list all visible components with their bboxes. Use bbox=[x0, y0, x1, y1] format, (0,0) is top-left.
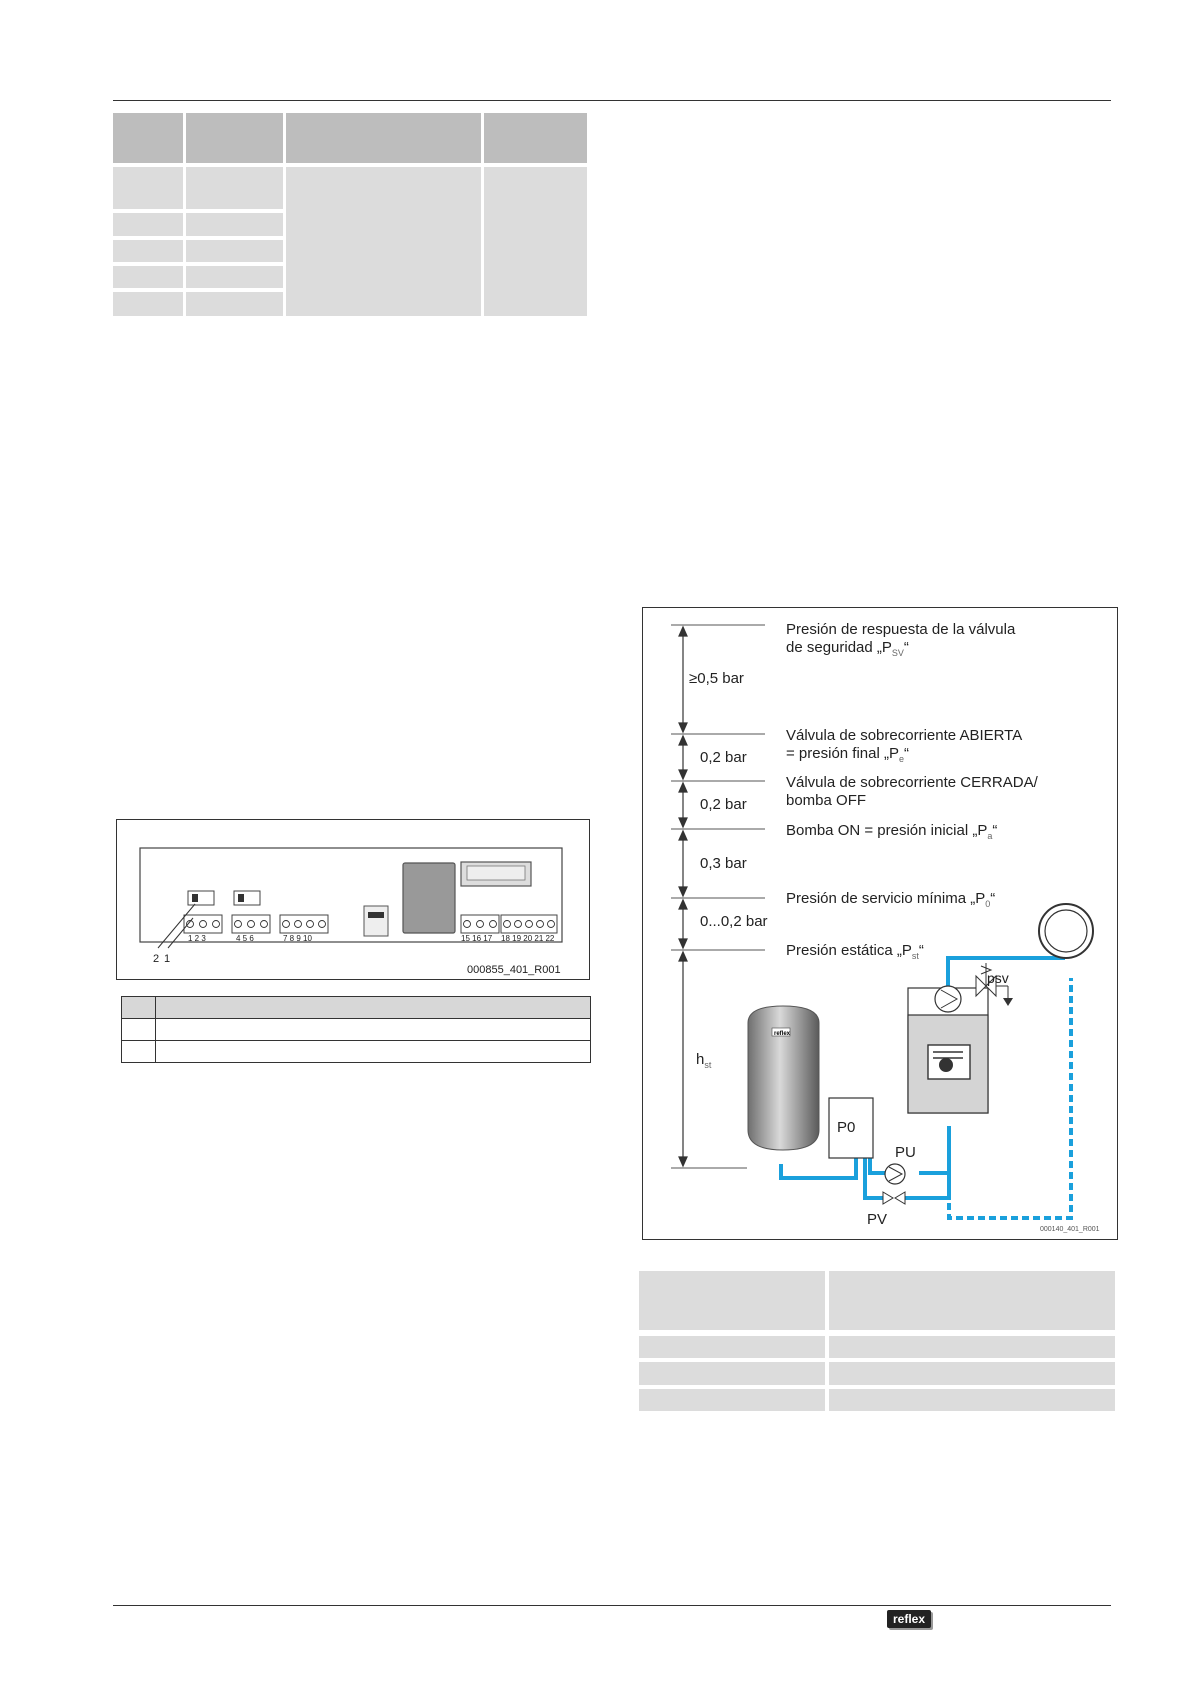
psv-label: psv bbox=[987, 970, 1009, 986]
callout-label: 2 bbox=[153, 953, 159, 965]
table-cell bbox=[155, 1040, 591, 1063]
level-label-line: Presión estática „P bbox=[786, 942, 912, 959]
level-label-pe: Válvula de sobrecorriente ABIERTA = pres… bbox=[786, 727, 1022, 768]
table-cell bbox=[186, 240, 283, 262]
table-header-cell bbox=[186, 113, 283, 163]
level-label-line: Válvula de sobrecorriente ABIERTA bbox=[786, 727, 1023, 744]
table-row bbox=[121, 1018, 591, 1041]
gap-label: 0,2 bar bbox=[700, 749, 747, 766]
gap-label: 0,3 bar bbox=[700, 855, 747, 872]
table-cell bbox=[113, 266, 183, 288]
level-label-pa: Bomba ON = presión inicial „Pa“ bbox=[786, 822, 997, 841]
footer-rule bbox=[113, 1605, 1111, 1606]
level-label-p0: Presión de servicio mínima „P0“ bbox=[786, 890, 995, 909]
footer-logo: reflex bbox=[887, 1610, 931, 1628]
table-cell bbox=[186, 292, 283, 316]
table-row bbox=[121, 1040, 591, 1063]
table-cell bbox=[155, 996, 591, 1019]
table-cell bbox=[113, 213, 183, 236]
table-cell bbox=[186, 266, 283, 288]
gap-label: 0...0,2 bar bbox=[700, 913, 768, 930]
table-cell bbox=[121, 1018, 156, 1041]
level-label-subscript: a bbox=[987, 831, 993, 841]
level-label-quote: “ bbox=[904, 745, 909, 762]
table-cell bbox=[186, 213, 283, 236]
table-cell bbox=[829, 1362, 1115, 1385]
table-header-cell bbox=[286, 113, 481, 163]
table-cell bbox=[155, 1018, 591, 1041]
pv-label: PV bbox=[867, 1211, 888, 1228]
table-header-cell bbox=[639, 1271, 825, 1330]
hst-subscript: st bbox=[704, 1060, 712, 1070]
level-label-quote: “ bbox=[903, 639, 909, 656]
level-label-line: Presión de respuesta de la válvula bbox=[786, 621, 1016, 638]
figure-code: 000140_401_R001 bbox=[1040, 1226, 1100, 1233]
table-cell bbox=[113, 167, 183, 209]
level-label-line: Bomba ON = presión inicial „P bbox=[786, 822, 988, 839]
level-label-line: bomba OFF bbox=[786, 792, 867, 809]
level-label-line: = presión final „P bbox=[786, 745, 899, 762]
header-rule bbox=[113, 100, 1111, 101]
table-cell bbox=[113, 240, 183, 262]
table-cell bbox=[286, 167, 481, 316]
level-label-subscript: st bbox=[911, 951, 919, 961]
table-cell bbox=[829, 1336, 1115, 1358]
table-cell bbox=[186, 167, 283, 209]
figure-legend-table bbox=[121, 996, 591, 1063]
table-row bbox=[121, 996, 591, 1019]
table-cell bbox=[639, 1389, 825, 1411]
level-label-line: Válvula de sobrecorriente CERRADA/ bbox=[786, 774, 1038, 791]
table-cell bbox=[639, 1336, 825, 1358]
table-header-cell bbox=[113, 113, 183, 163]
table-header-cell bbox=[484, 113, 587, 163]
pu-label: PU bbox=[895, 1144, 916, 1161]
callout-label: 1 bbox=[164, 953, 170, 965]
p0-label: P0 bbox=[837, 1119, 856, 1136]
table-cell bbox=[121, 1040, 156, 1063]
table-header-cell bbox=[829, 1271, 1115, 1330]
controller-board-figure: 1 2 3 4 5 6 7 8 9 10 15 16 17 18 19 20 2… bbox=[116, 819, 590, 980]
gap-label: 0,2 bar bbox=[700, 796, 747, 813]
level-label-closed: Válvula de sobrecorriente CERRADA/ bomba… bbox=[786, 774, 1038, 810]
hst-label: hst bbox=[696, 1051, 711, 1070]
terminal-label: 18 19 20 21 22 bbox=[501, 934, 555, 943]
level-label-subscript: 0 bbox=[985, 899, 991, 909]
terminal-label: 7 8 9 10 bbox=[283, 934, 312, 943]
terminal-label: 1 2 3 bbox=[188, 934, 206, 943]
table-cell bbox=[484, 167, 587, 316]
level-label-quote: “ bbox=[992, 822, 998, 839]
hst-letter: h bbox=[696, 1051, 705, 1068]
pressure-diagram-drawing: reflex bbox=[671, 624, 1094, 1220]
level-label-subscript: e bbox=[898, 754, 904, 764]
table-cell bbox=[829, 1389, 1115, 1411]
level-label-pst: Presión estática „Pst“ bbox=[786, 942, 924, 961]
controller-board-drawing: 1 2 3 4 5 6 7 8 9 10 15 16 17 18 19 20 2… bbox=[139, 847, 563, 976]
level-label-line: de seguridad „P bbox=[786, 639, 892, 656]
gap-label: ≥0,5 bar bbox=[689, 670, 744, 687]
level-label-psv: Presión de respuesta de la válvula de se… bbox=[786, 621, 1015, 662]
level-label-line: Presión de servicio mínima „P bbox=[786, 890, 986, 907]
figure-code: 000855_401_R001 bbox=[467, 964, 561, 976]
table-cell bbox=[121, 996, 156, 1019]
table-cell bbox=[113, 292, 183, 316]
level-label-quote: “ bbox=[918, 942, 924, 959]
terminal-label: 15 16 17 bbox=[461, 934, 493, 943]
tank-logo: reflex bbox=[774, 1031, 791, 1037]
level-label-quote: “ bbox=[990, 890, 996, 907]
table-cell bbox=[639, 1362, 825, 1385]
level-label-subscript: SV bbox=[891, 648, 904, 658]
terminal-label: 4 5 6 bbox=[236, 934, 254, 943]
pressure-diagram-figure: reflex Presión de respuesta de la válvul… bbox=[642, 607, 1118, 1240]
